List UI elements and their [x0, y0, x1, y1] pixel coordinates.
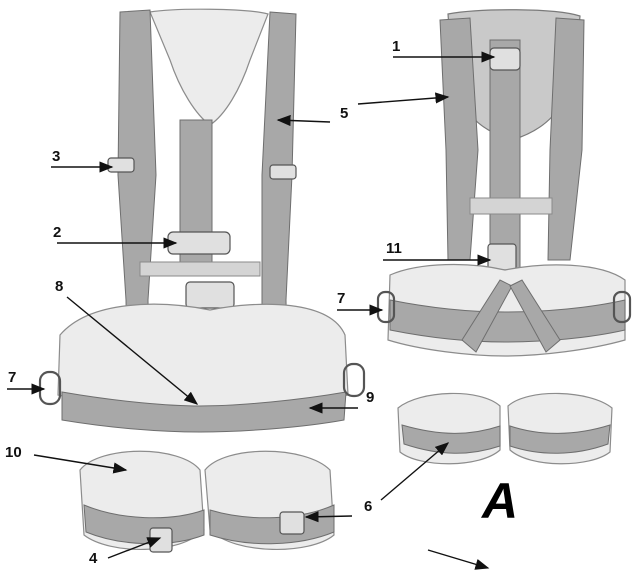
- left-side-d-ring: [40, 372, 60, 404]
- view-letter-a: A: [480, 473, 518, 529]
- leg-strap-buckle: [280, 512, 304, 534]
- right-adjuster-buckle: [270, 165, 296, 179]
- rear-left-shoulder-strap: [440, 18, 478, 260]
- rear-attachment-point: [488, 244, 516, 270]
- arrow-5b: [358, 97, 448, 104]
- chest-buckle: [168, 232, 230, 254]
- label-4: 4: [89, 550, 98, 567]
- waist-belt-pad: [58, 304, 348, 412]
- label-1: 1: [392, 38, 400, 55]
- label-5: 5: [340, 105, 348, 122]
- label-7-front: 7: [8, 369, 16, 386]
- chest-connector: [186, 282, 234, 308]
- rear-cross-strap: [470, 198, 552, 214]
- rear-top-buckle: [490, 48, 520, 70]
- chest-cross-strap: [140, 262, 260, 276]
- back-yoke-pad: [150, 9, 268, 125]
- arrow-bottom: [428, 550, 488, 568]
- label-2: 2: [53, 224, 61, 241]
- label-3: 3: [52, 148, 60, 165]
- left-adjuster-buckle: [108, 158, 134, 172]
- label-9: 9: [366, 389, 374, 406]
- rear-view-harness: [378, 10, 630, 464]
- label-10: 10: [5, 444, 22, 461]
- label-7-rear: 7: [337, 290, 345, 307]
- front-view-harness: [40, 9, 364, 552]
- arrow-6b: [306, 516, 352, 517]
- label-6: 6: [364, 498, 372, 515]
- label-8: 8: [55, 278, 63, 295]
- label-11: 11: [386, 240, 402, 257]
